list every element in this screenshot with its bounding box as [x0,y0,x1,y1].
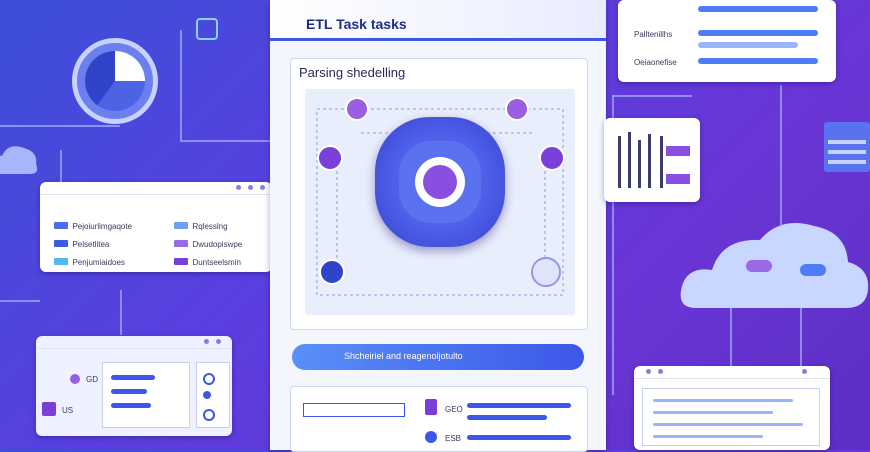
section-title: Parsing shedelling [299,65,406,80]
list-panel [642,388,820,446]
processing-hub-icon[interactable] [375,117,505,247]
legend-label: Penjumiaidoes [72,258,125,267]
legend-label: Pelsetlitea [72,240,110,249]
legend-item: Duntseelsmin [174,252,241,270]
list-panel [102,362,190,428]
input-field[interactable] [303,403,405,417]
bar-widget [604,118,700,202]
legend-item: Dwudopiswpe [174,234,242,252]
circuit-line [612,95,692,97]
pie-chart-icon [72,38,158,124]
legend-label: Dwudopiswpe [192,240,243,249]
legend-card: Pejoiurlimgaqote Rqlesslng Pelsetlitea D… [40,182,272,272]
row-label: Oeiaonefise [634,58,677,67]
document-icon[interactable] [539,145,565,171]
circuit-line [60,150,62,190]
legend-item: Pelsetlitea [54,234,109,252]
legend-item: Penjumiaidoes [54,252,125,270]
bottom-center-card: GEO ESB [290,386,588,452]
row-label: Palltenillhs [634,30,673,39]
circuit-line [800,300,802,370]
circuit-line [0,125,120,127]
page-title: ETL Task tasks [306,16,407,32]
action-pill-label: Shcheiriel and reagenoljotulto [344,351,463,361]
monitor-icon [824,122,870,172]
legend-label: Duntseelsmin [192,258,241,267]
node-icon[interactable] [345,97,369,121]
cloud-node-icon [800,264,826,276]
legend-label: Pejoiurlimgaqote [72,222,133,231]
action-pill[interactable]: Shcheiriel and reagenoljotulto [292,344,584,370]
bottom-right-card [634,366,830,450]
database-icon[interactable] [319,259,345,285]
circuit-line [730,300,732,370]
row-label: GEO [445,405,463,414]
diagram-area [305,89,575,315]
main-header: ETL Task tasks [270,0,606,41]
purple-square-icon [42,402,56,416]
cloud-icon [0,140,40,176]
card-titlebar [634,366,830,379]
purple-square-icon [425,399,437,415]
circuit-line [180,30,182,140]
legend-label: Rqlesslng [192,222,228,231]
row-label: GD [86,375,98,384]
card-titlebar [36,336,232,349]
cloud-node-icon [746,260,772,272]
connector-lines [316,108,564,296]
chip-icon [196,18,218,40]
top-right-card: Palltenillhs Oeiaonefise [618,0,836,82]
list-icon[interactable] [531,257,561,287]
main-panel: ETL Task tasks Parsing shedelling [270,0,606,452]
circuit-line [120,290,122,335]
legend-item: Pejoiurlimgaqote [54,216,132,234]
list-panel [196,362,230,428]
circuit-line [780,85,782,225]
status-dot-icon [425,431,437,443]
bottom-left-card: GD US [36,336,232,436]
scheduling-card: Parsing shedelling [290,58,588,330]
card-titlebar [40,182,272,195]
status-dot-icon [70,374,80,384]
cloud-icon [676,212,870,312]
node-icon[interactable] [505,97,529,121]
row-label: US [62,406,74,415]
circuit-line [0,300,40,302]
document-icon[interactable] [317,145,343,171]
circuit-line [612,95,614,395]
legend-item: Rqlesslng [174,216,228,234]
row-label: ESB [445,434,462,443]
circuit-line [180,140,270,142]
